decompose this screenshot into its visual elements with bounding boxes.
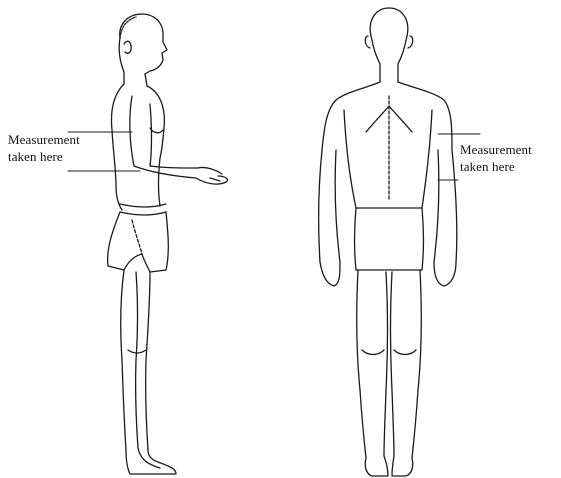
- left-label-line2: taken here: [8, 148, 80, 165]
- right-measurement-label: Measurement taken here: [460, 141, 532, 175]
- right-label-line1: Measurement: [460, 141, 532, 158]
- right-label-line2: taken here: [460, 158, 532, 175]
- back-view-figure: [319, 8, 457, 476]
- left-measurement-label: Measurement taken here: [8, 131, 80, 165]
- left-label-line1: Measurement: [8, 131, 80, 148]
- side-view-figure: [108, 14, 228, 474]
